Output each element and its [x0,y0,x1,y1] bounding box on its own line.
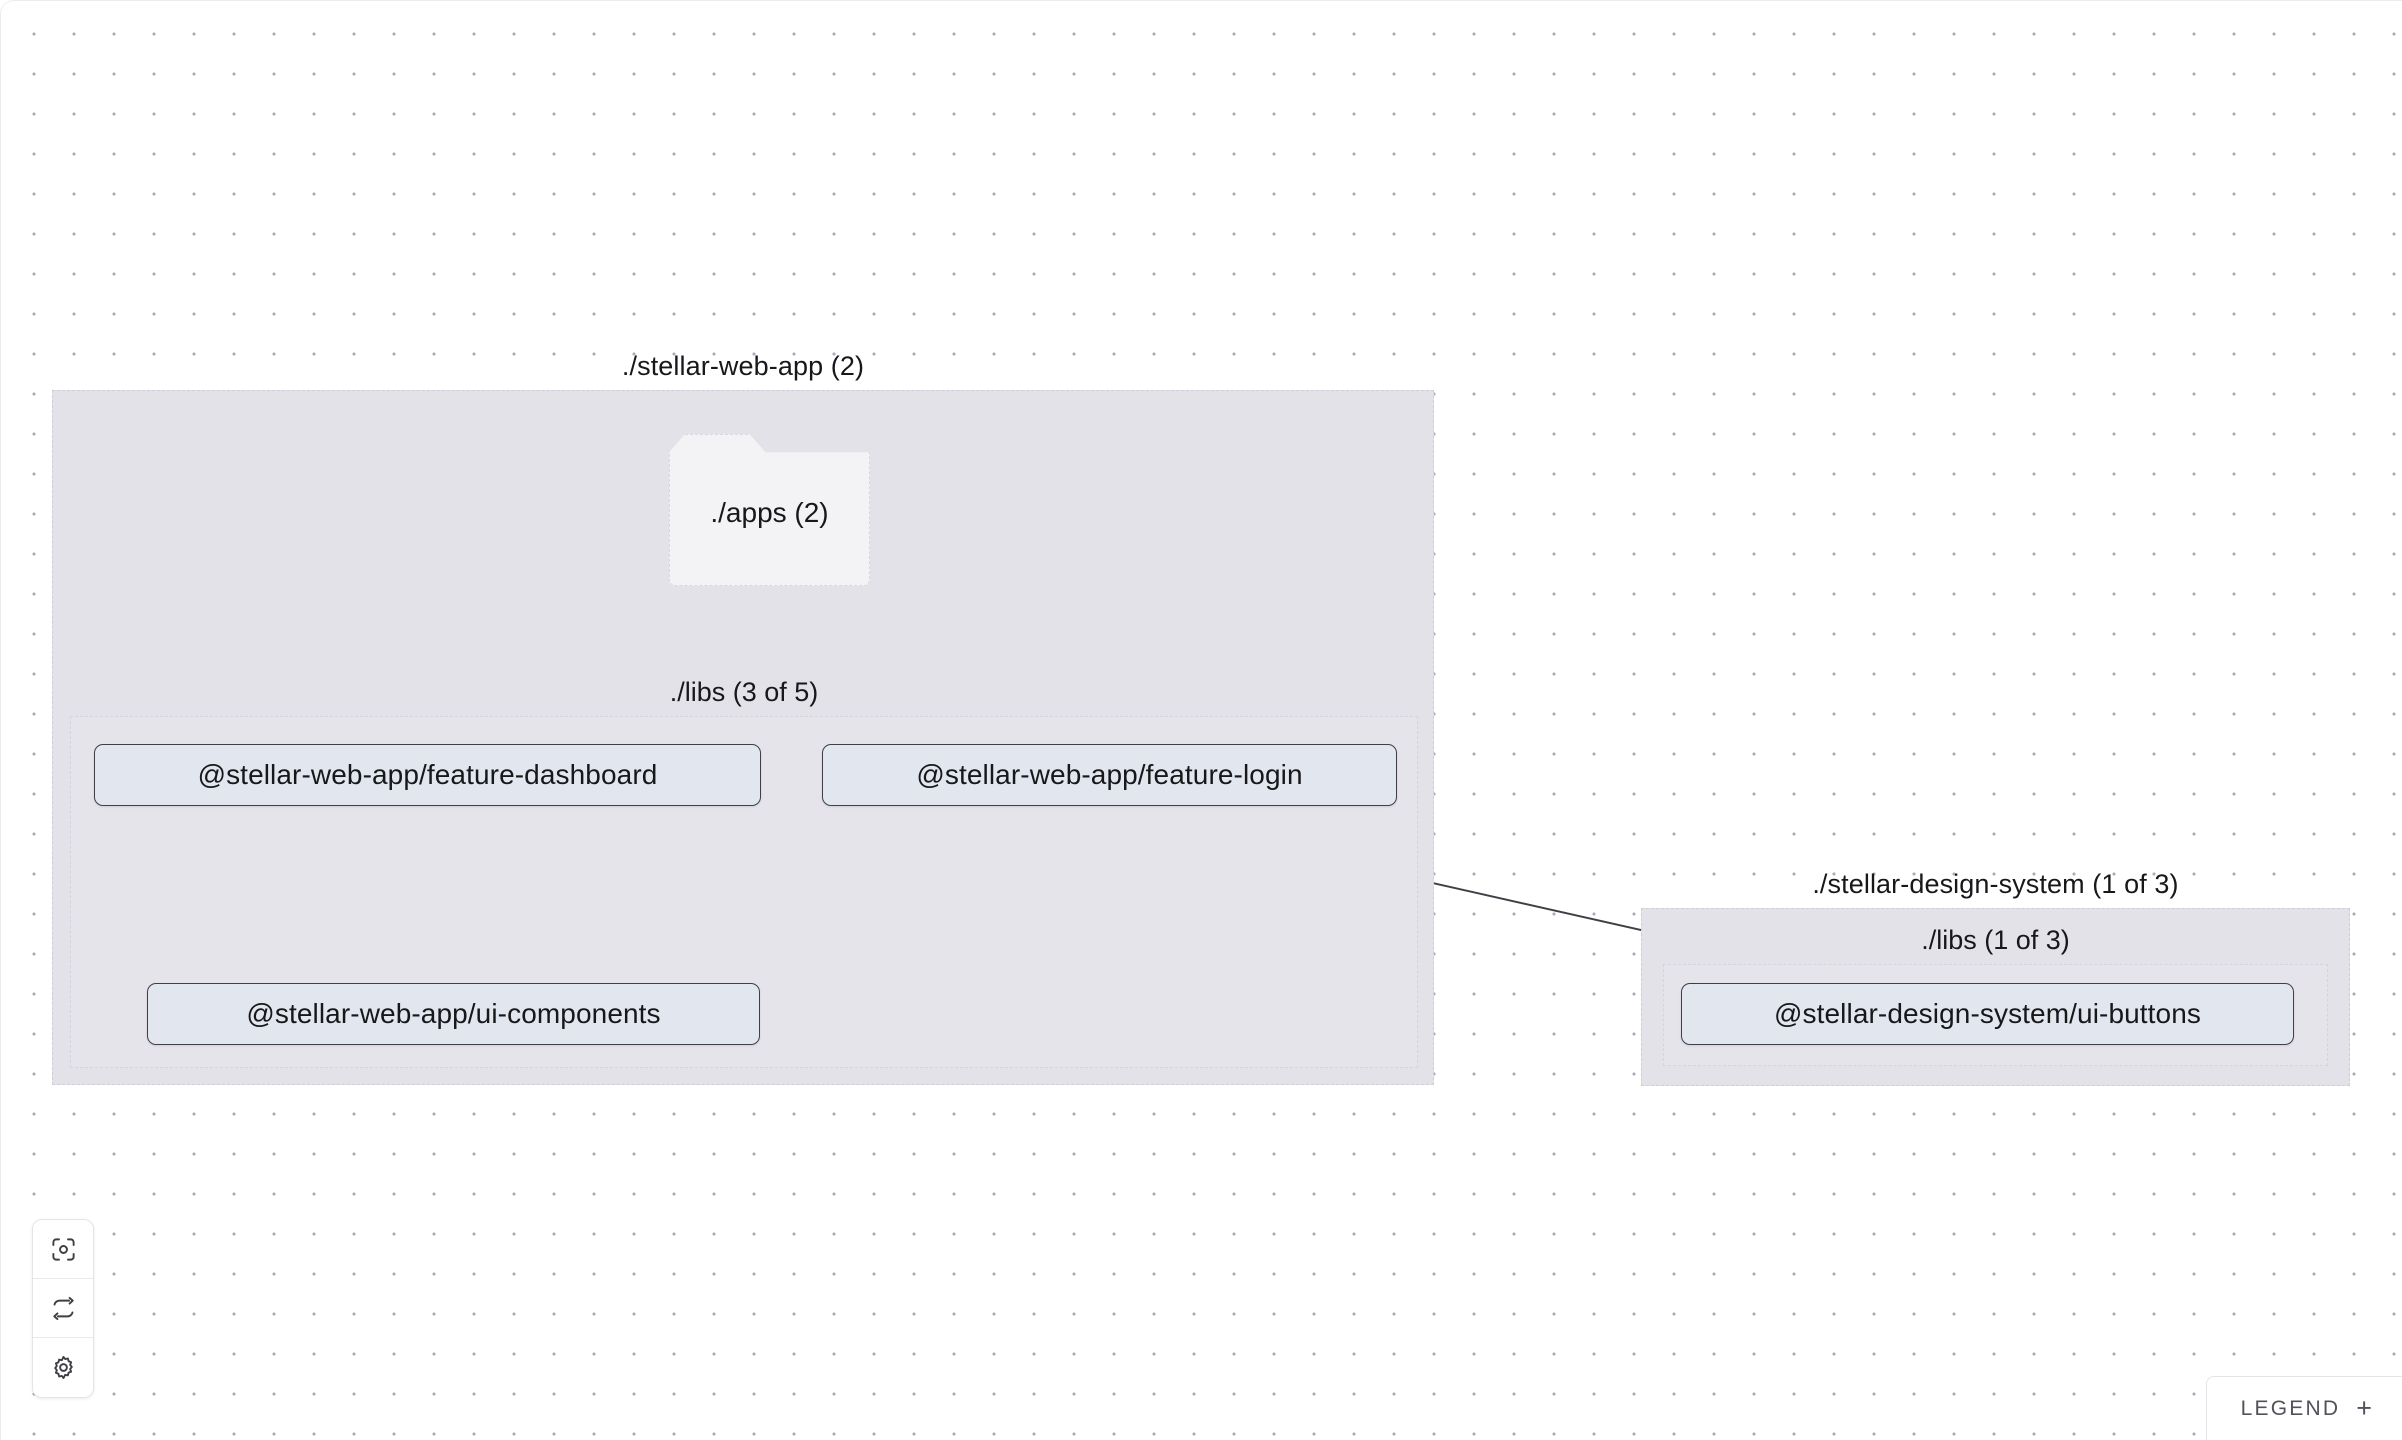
graph-controls-panel [32,1219,94,1398]
dir-group-label: ./libs (1 of 3) [1921,925,2070,955]
focus-target-icon [50,1236,77,1263]
settings-button[interactable] [33,1338,93,1397]
focus-button[interactable] [33,1220,93,1279]
project-node-feature-login[interactable]: @stellar-web-app/feature-login [822,744,1397,806]
project-node-ui-buttons[interactable]: @stellar-design-system/ui-buttons [1681,983,2294,1045]
project-node-label: @stellar-web-app/feature-login [916,759,1303,790]
project-node-ui-components[interactable]: @stellar-web-app/ui-components [147,983,760,1045]
refresh-icon [50,1295,77,1322]
project-node-label: @stellar-design-system/ui-buttons [1774,998,2201,1029]
gear-icon [50,1354,77,1381]
refresh-button[interactable] [33,1279,93,1338]
legend-panel[interactable]: LEGEND + [2205,1376,2402,1440]
folder-node-apps[interactable]: ./apps (2) [669,434,870,586]
project-node-label: @stellar-web-app/ui-components [246,998,661,1029]
project-node-feature-dashboard[interactable]: @stellar-web-app/feature-dashboard [94,744,761,806]
project-group-label: ./stellar-design-system (1 of 3) [1812,869,2179,899]
legend-expand-icon[interactable]: + [2356,1393,2372,1423]
dir-group-label: ./libs (3 of 5) [669,677,819,707]
project-node-label: @stellar-web-app/feature-dashboard [197,759,658,790]
legend-label: LEGEND [2240,1396,2341,1420]
project-group-label: ./stellar-web-app (2) [621,351,865,381]
folder-icon-shape [669,434,870,586]
folder-node-label: ./apps (2) [710,497,829,529]
